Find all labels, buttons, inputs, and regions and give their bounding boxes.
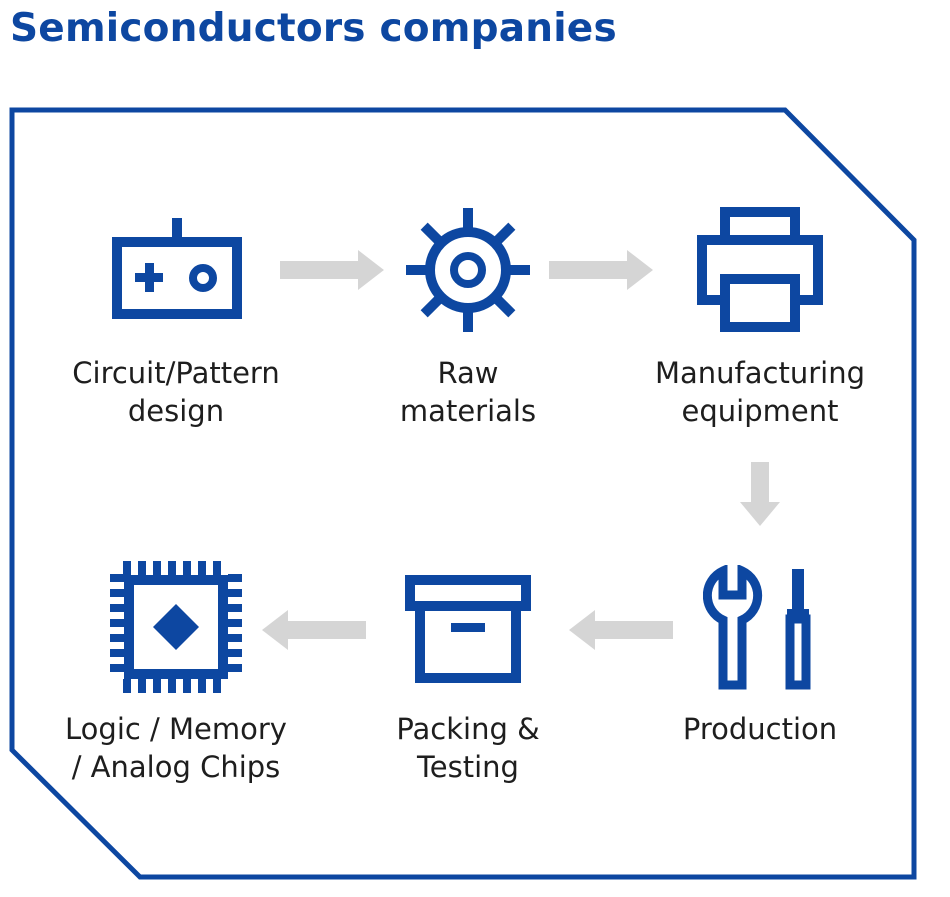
step-label-production: Production xyxy=(620,710,900,748)
label-line: design xyxy=(127,394,225,428)
label-line: Packing & xyxy=(396,712,540,746)
step-label-packing-testing: Packing & Testing xyxy=(328,710,608,786)
step-label-raw-materials: Raw materials xyxy=(328,354,608,430)
gear-icon xyxy=(406,208,530,332)
arrow-left-1 xyxy=(569,610,673,650)
printer-icon xyxy=(697,207,823,332)
label-line: equipment xyxy=(681,394,839,428)
label-line: Production xyxy=(682,712,838,746)
wrench-screwdriver-icon xyxy=(703,565,811,690)
label-line: Logic / Memory xyxy=(65,712,287,746)
box-icon xyxy=(405,575,531,683)
label-line: / Analog Chips xyxy=(71,750,281,784)
arrow-right-1 xyxy=(280,250,384,290)
page-title: Semiconductors companies xyxy=(10,6,617,51)
arrow-left-2 xyxy=(262,610,366,650)
step-label-manufacturing-equipment: Manufacturing equipment xyxy=(620,354,900,430)
arrow-right-2 xyxy=(549,250,653,290)
label-line: Circuit/Pattern xyxy=(72,356,280,390)
label-line: Raw xyxy=(437,356,499,390)
step-label-chips: Logic / Memory / Analog Chips xyxy=(36,710,316,786)
arrow-down xyxy=(740,462,780,526)
label-line: materials xyxy=(399,394,537,428)
step-label-circuit-design: Circuit/Pattern design xyxy=(36,354,316,430)
circuit-board-icon xyxy=(112,218,242,319)
chip-icon xyxy=(110,561,242,693)
label-line: Testing xyxy=(417,750,519,784)
label-line: Manufacturing xyxy=(655,356,865,390)
